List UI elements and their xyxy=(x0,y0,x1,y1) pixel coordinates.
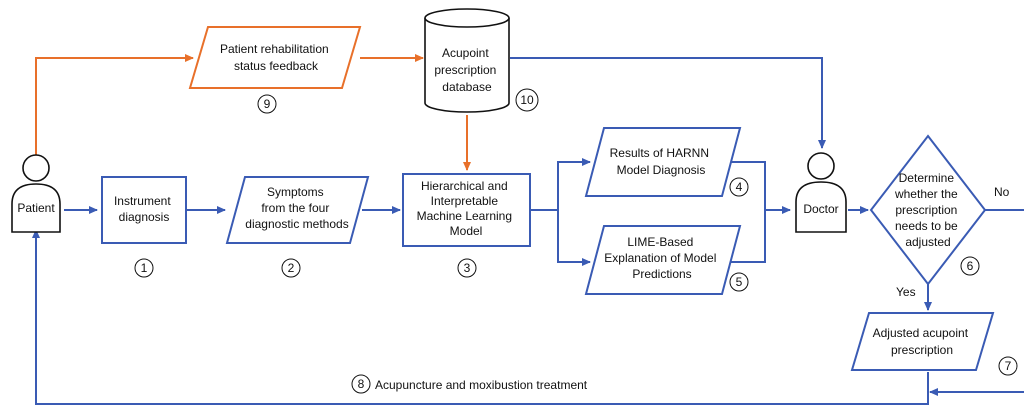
ml-model-label: Hierarchical and Interpretable Machine L… xyxy=(417,179,516,238)
adjusted-prescription-shape xyxy=(850,312,995,371)
patient-icon xyxy=(11,154,61,233)
step-8-marker: 8 xyxy=(351,374,371,394)
yes-label: Yes xyxy=(896,285,916,299)
doctor-icon xyxy=(795,152,847,233)
doctor-label: Doctor xyxy=(803,202,838,216)
svg-text:2: 2 xyxy=(288,261,295,275)
instrument-diagnosis-box xyxy=(101,176,187,244)
step-1-marker: 1 xyxy=(134,258,154,278)
feedback-label: Patient rehabilitation status feedback xyxy=(220,42,332,73)
step-6-marker: 6 xyxy=(960,256,980,276)
step-7-marker: 7 xyxy=(998,356,1018,376)
lime-explanation-label: LIME-Based Explanation of Model Predicti… xyxy=(604,235,719,281)
determine-decision-label: Determine whether the prescription needs… xyxy=(894,171,961,249)
patient-label: Patient xyxy=(17,201,55,215)
symptoms-shape xyxy=(225,176,370,244)
treatment-label: Acupuncture and moxibustion treatment xyxy=(375,378,588,392)
arrow-database-doctor xyxy=(510,57,826,149)
arrow-model-lime xyxy=(557,210,591,266)
instrument-diagnosis-label: Instrument diagnosis xyxy=(114,194,174,224)
svg-text:3: 3 xyxy=(464,261,471,275)
svg-text:4: 4 xyxy=(736,180,743,194)
symptoms-label: Symptoms from the four diagnostic method… xyxy=(245,185,348,231)
svg-text:10: 10 xyxy=(520,93,534,107)
svg-text:1: 1 xyxy=(141,261,148,275)
harnn-results-label: Results of HARNN Model Diagnosis xyxy=(610,146,713,177)
step-9-marker: 9 xyxy=(257,94,277,114)
database-label: Acupoint prescription database xyxy=(434,46,499,94)
lime-explanation-shape xyxy=(584,225,742,295)
bracket-results xyxy=(730,161,766,263)
ml-model-box xyxy=(402,173,531,247)
svg-text:8: 8 xyxy=(358,377,365,391)
step-10-marker: 10 xyxy=(515,88,539,112)
svg-text:7: 7 xyxy=(1005,359,1012,373)
svg-text:6: 6 xyxy=(967,259,974,273)
arrow-patient-feedback xyxy=(35,54,194,155)
step-3-marker: 3 xyxy=(457,258,477,278)
step-5-marker: 5 xyxy=(729,272,749,292)
svg-text:5: 5 xyxy=(736,275,743,289)
no-label: No xyxy=(994,185,1010,199)
step-4-marker: 4 xyxy=(729,177,749,197)
step-2-marker: 2 xyxy=(281,258,301,278)
determine-decision-diamond xyxy=(869,134,987,286)
adjusted-prescription-label: Adjusted acupoint prescription xyxy=(873,326,972,357)
svg-text:9: 9 xyxy=(264,97,271,111)
arrow-model-harnn xyxy=(530,158,591,211)
feedback-shape xyxy=(188,26,362,89)
arrow-treatment-patient xyxy=(32,229,929,405)
database-icon xyxy=(424,8,510,113)
harnn-results-shape xyxy=(584,127,742,197)
